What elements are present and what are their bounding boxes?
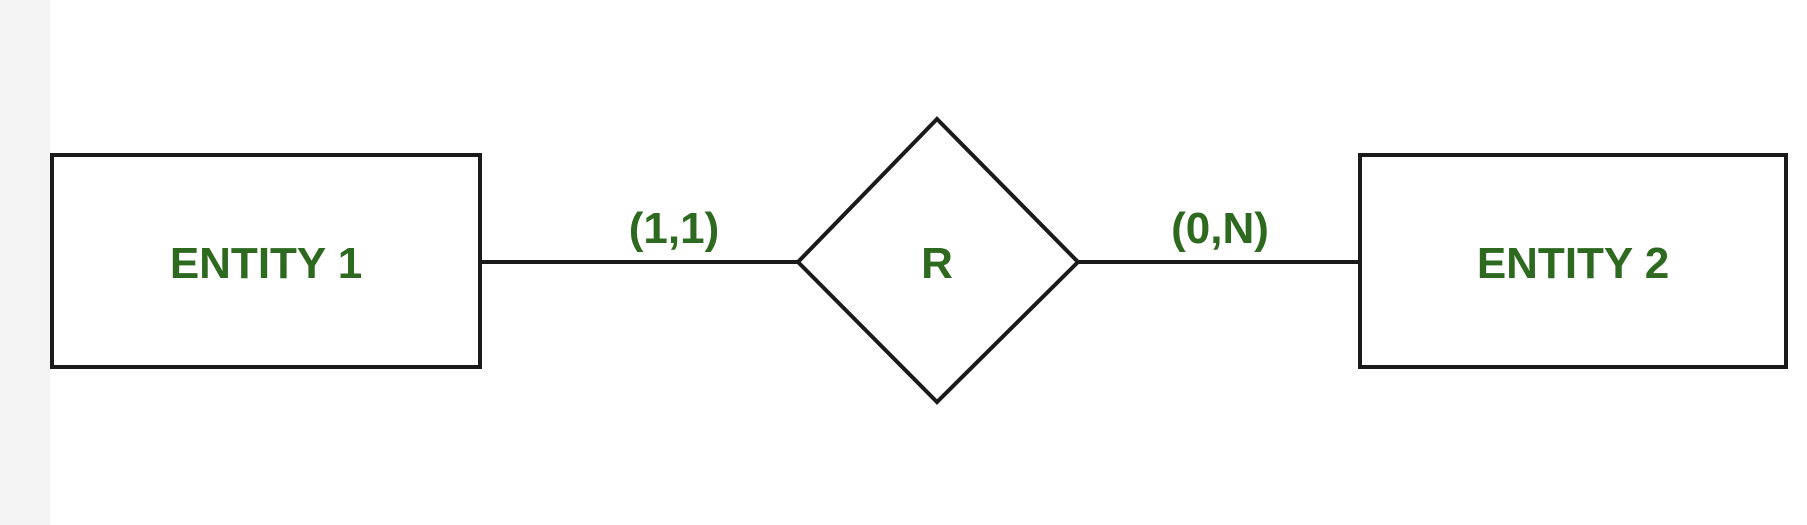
entity-2-label: ENTITY 2 (1477, 239, 1669, 288)
relationship[interactable]: R (795, 116, 1081, 405)
relationship-diamond (795, 116, 1081, 405)
entity-2[interactable]: ENTITY 2 (1358, 153, 1788, 369)
relationship-label: R (921, 239, 953, 288)
cardinality-right: (0,N) (1171, 204, 1269, 253)
entity-1-label: ENTITY 1 (170, 239, 362, 288)
entity-1[interactable]: ENTITY 1 (50, 153, 482, 369)
entity-1-box (50, 153, 482, 369)
entity-2-box (1358, 153, 1788, 369)
cardinality-left: (1,1) (629, 204, 719, 253)
